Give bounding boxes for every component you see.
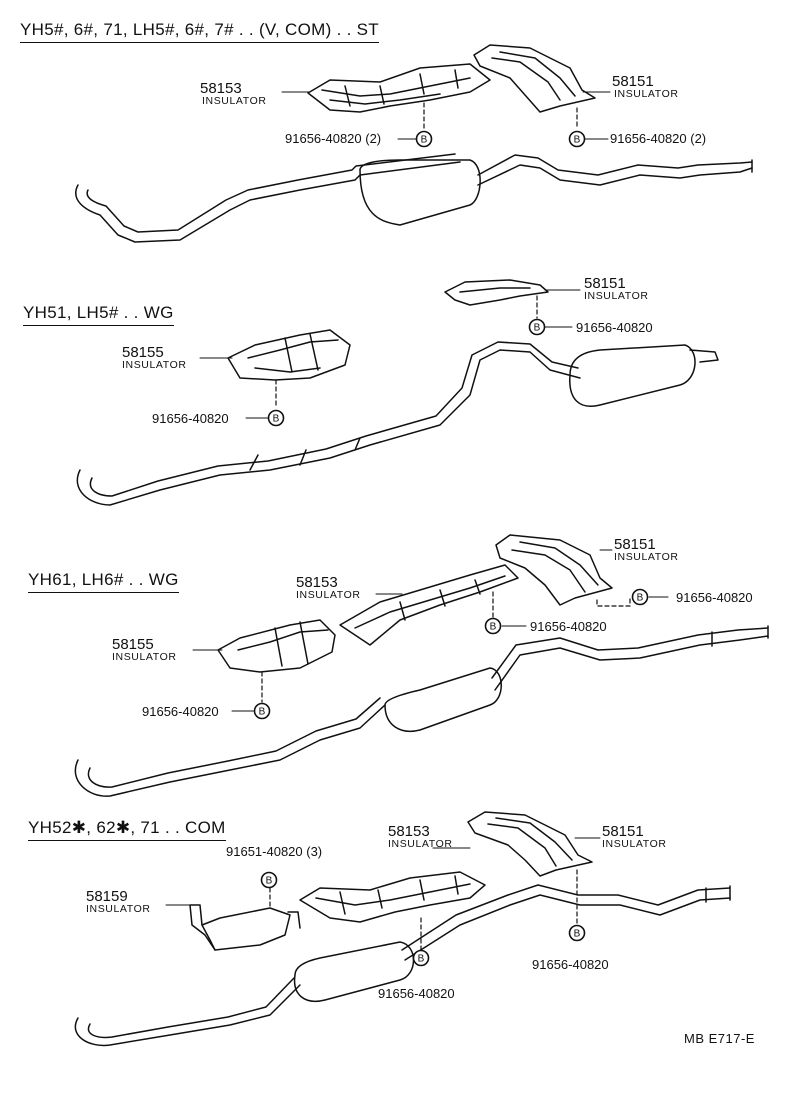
fastener-number: 91656-40820 (2) [285,131,382,146]
part-label: INSULATOR [602,838,667,850]
insulator-shape [444,279,549,306]
fastener-number: 91651-40820 (3) [226,844,323,859]
insulator-shape [217,619,336,673]
bolt-marker-letter: B [574,135,581,146]
insulator-shape [339,564,519,646]
part-label: INSULATOR [614,88,679,100]
section-heading: YH51, LH5# . . WG [23,303,174,326]
fastener-number: 91656-40820 [532,957,609,972]
part-number: 58153 [388,823,430,840]
insulator-shape [189,904,301,951]
section-heading: YH61, LH6# . . WG [28,570,179,593]
part-label: INSULATOR [86,903,151,915]
exhaust-pipe-shape [75,153,753,243]
part-number: 58153 [296,574,338,591]
part-label: INSULATOR [296,589,361,601]
insulator-shape [495,534,613,606]
part-number: 58155 [122,344,164,361]
fastener-number: 91656-40820 [676,590,753,605]
part-number: 58151 [602,823,644,840]
bolt-marker-letter: B [534,323,541,334]
part-label: INSULATOR [388,838,453,850]
bolt-marker-letter: B [266,876,273,887]
fastener-number: 91656-40820 [378,986,455,1001]
part-number: 58151 [614,536,656,553]
exhaust-pipe-shape [74,884,731,1047]
bolt-marker-letter: B [421,135,428,146]
part-label: INSULATOR [122,359,187,371]
bolt-marker-letter: B [574,929,581,940]
bolt-marker-letter: B [273,414,280,425]
part-number: 58151 [584,275,626,292]
insulator-shape [467,811,593,877]
insulator-shape [307,63,491,113]
part-label: INSULATOR [202,95,267,107]
fastener-number: 91656-40820 [576,320,653,335]
exhaust-pipe-shape [74,625,769,797]
part-number: 58155 [112,636,154,653]
bolt-marker-letter: B [418,954,425,965]
section-4-drawing [74,811,731,1047]
insulator-shape [227,329,351,381]
fastener-number: 91656-40820 [142,704,219,719]
part-label: INSULATOR [614,551,679,563]
reference-code: MB E717-E [684,1031,755,1046]
section-3-drawing [74,534,769,797]
bolt-marker-letter: B [259,707,266,718]
fastener-number: 91656-40820 (2) [610,131,707,146]
section-heading: YH5#, 6#, 71, LH5#, 6#, 7# . . (V, COM) … [20,20,379,43]
section-2-drawing [76,279,719,506]
bolt-marker-letter: B [490,622,497,633]
fastener-number: 91656-40820 [152,411,229,426]
part-number: 58151 [612,73,654,90]
insulator-shape [473,44,596,113]
part-number: 58153 [200,80,242,97]
part-number: 58159 [86,888,128,905]
fastener-number: 91656-40820 [530,619,607,634]
section-1-drawing [75,44,753,243]
insulator-shape [299,871,486,923]
bolt-marker-letter: B [637,593,644,604]
exhaust-pipe-shape [76,341,719,506]
part-label: INSULATOR [112,651,177,663]
section-heading: YH52✱, 62✱, 71 . . COM [28,818,226,841]
part-label: INSULATOR [584,290,649,302]
